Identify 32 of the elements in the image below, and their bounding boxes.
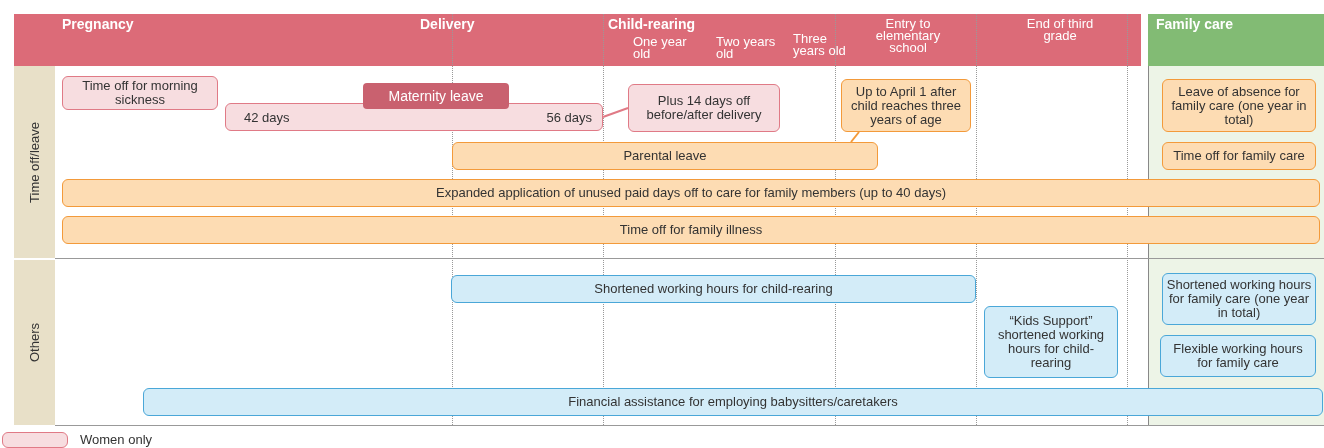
callout-box: Up to April 1 after child reaches three years of age xyxy=(841,79,971,132)
period-bar: Flexible working hours for family care xyxy=(1160,335,1316,377)
column-heading: Pregnancy xyxy=(62,18,135,30)
period-bar: Time off for family illness xyxy=(62,216,1320,244)
age-label: Two years old xyxy=(716,36,777,60)
period-bar: Financial assistance for employing babysitters/caretakers xyxy=(143,388,1323,416)
callout-box: Plus 14 days off before/after delivery xyxy=(628,84,780,132)
column-heading: Child-rearing xyxy=(608,18,697,30)
row-header xyxy=(14,66,55,258)
period-bar: Time off for family care xyxy=(1162,142,1316,170)
age-label: Three years old xyxy=(793,33,847,57)
period-bar: Time off for morning sickness xyxy=(62,76,218,110)
period-bar: “Kids Support” shortened working hours for child-rearing xyxy=(984,306,1118,378)
row-header xyxy=(14,260,55,425)
duration-label: 42 days xyxy=(244,111,290,125)
period-bar: Shortened working hours for child-rearing xyxy=(451,275,976,303)
tab-label: Maternity leave xyxy=(363,83,509,109)
column-heading: Family care xyxy=(1156,18,1235,30)
period-bar: Leave of absence for family care (one year in total) xyxy=(1162,79,1316,132)
legend-text: Women only xyxy=(80,432,152,447)
period-bar: Expanded application of unused paid days off to care for family members (up to 40 days) xyxy=(62,179,1320,207)
row-label: Time off/leave xyxy=(27,121,42,203)
period-bar: Parental leave xyxy=(452,142,878,170)
age-label: One year old xyxy=(633,36,688,60)
leader-line xyxy=(602,107,629,118)
age-label: End of third grade xyxy=(1025,18,1095,42)
age-label: Entry to elementary school xyxy=(874,18,942,54)
row-label: Others xyxy=(27,323,42,362)
leader-line xyxy=(850,131,860,143)
period-bar: Shortened working hours for family care (one year in total) xyxy=(1162,273,1316,325)
duration-label: 56 days xyxy=(546,111,592,125)
column-heading: Delivery xyxy=(420,18,476,30)
